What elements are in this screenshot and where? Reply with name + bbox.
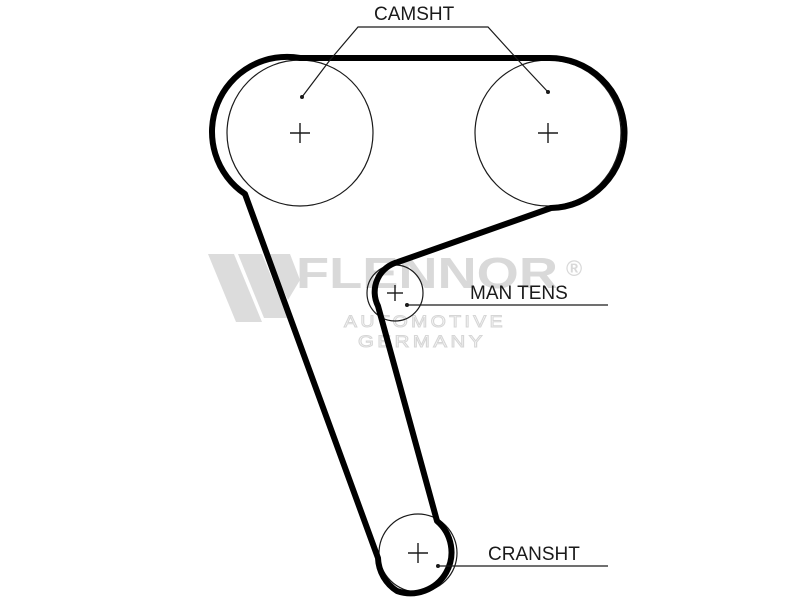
- crankshaft-label: CRANSHT: [488, 544, 580, 565]
- cross-icon: [538, 123, 558, 143]
- center-marks: [290, 123, 558, 563]
- cross-icon: [290, 123, 310, 143]
- camshaft-leader: [301, 26, 549, 98]
- cross-icon: [408, 543, 428, 563]
- tensioner-label: MAN TENS: [470, 283, 568, 304]
- watermark-registered: ®: [566, 256, 582, 281]
- cross-icon: [387, 285, 403, 301]
- leader-lines: [301, 26, 608, 567]
- watermark-line1: AUTOMOTIVE: [344, 312, 506, 331]
- watermark-brand: FLENNOR: [296, 249, 558, 298]
- timing-belt: [209, 53, 628, 597]
- watermark-line2: GERMANY: [358, 332, 486, 351]
- watermark-logo-icon: [208, 254, 300, 322]
- camshaft-label: CAMSHT: [374, 4, 455, 25]
